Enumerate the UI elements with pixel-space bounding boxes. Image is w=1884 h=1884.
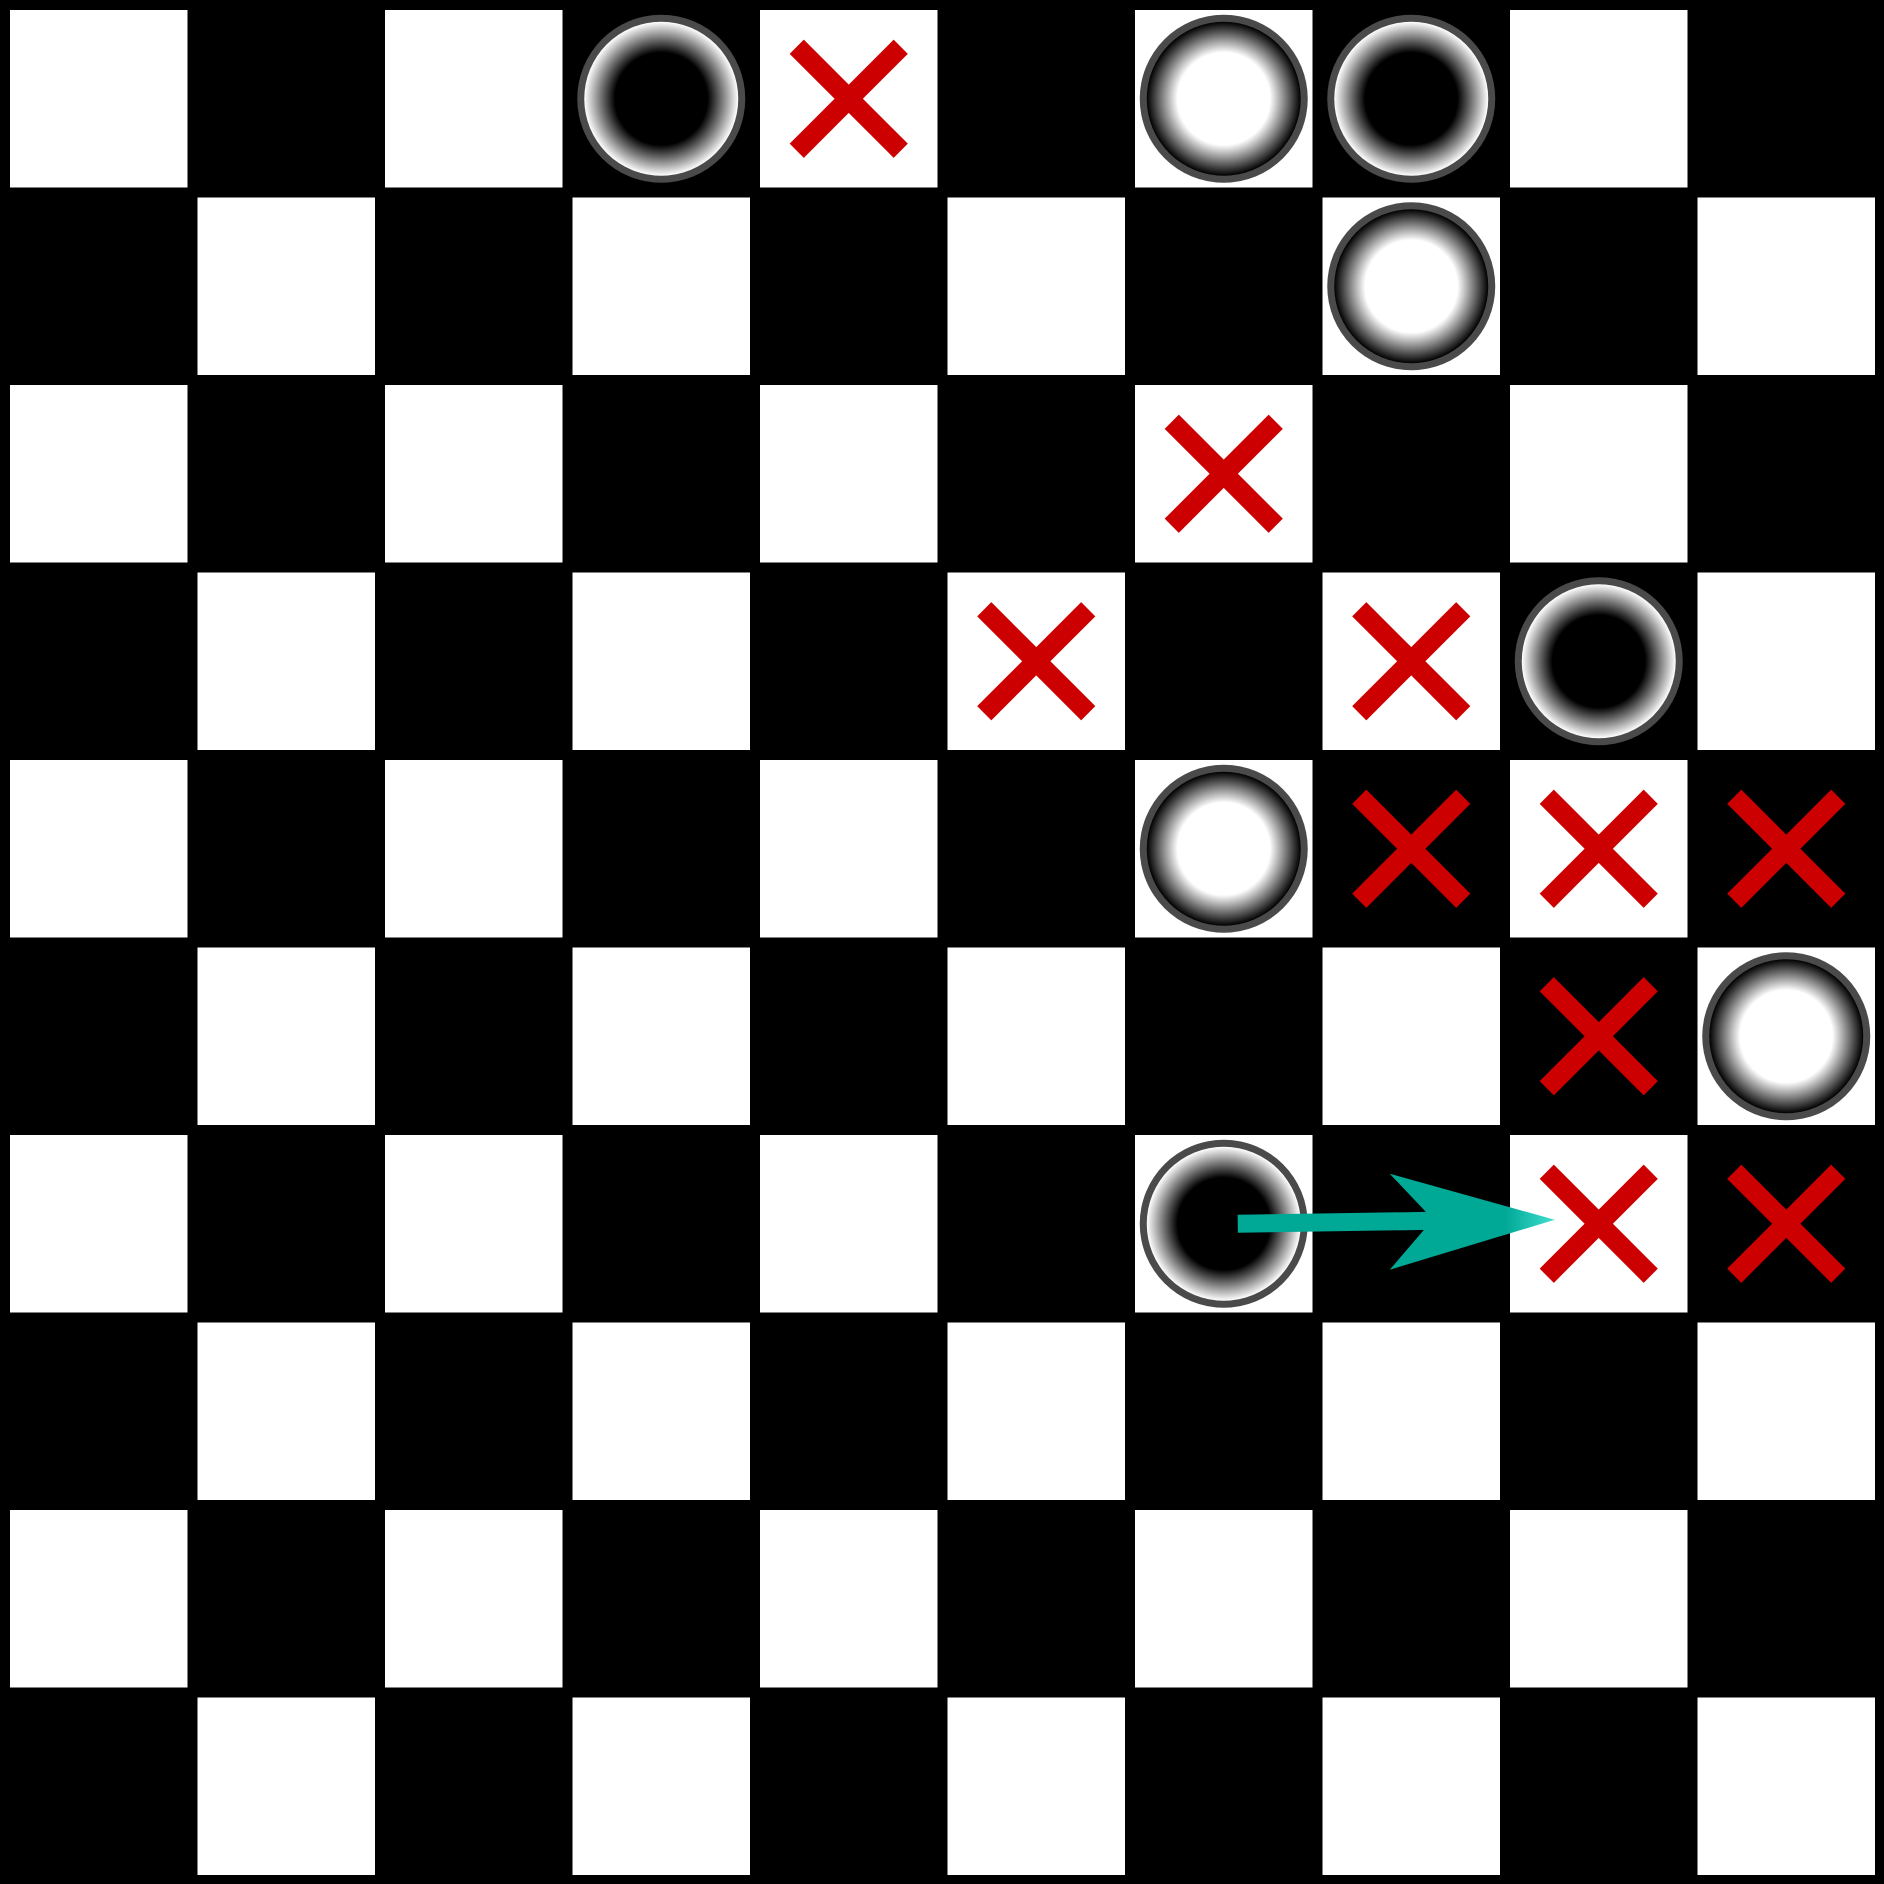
x-marker-icon: [1727, 1164, 1846, 1283]
square-r6-c0[interactable]: [10, 1135, 188, 1313]
black-piece[interactable]: [577, 14, 746, 183]
square-r9-c1[interactable]: [197, 1697, 376, 1876]
x-marker-stroke: [789, 39, 908, 158]
piece-body: [1709, 959, 1864, 1114]
white-piece[interactable]: [1327, 202, 1496, 371]
x-marker-icon: [1539, 977, 1658, 1096]
x-marker-icon: [1727, 789, 1846, 908]
x-marker-stroke: [1352, 789, 1471, 908]
piece-body: [1521, 584, 1676, 739]
square-r5-c7[interactable]: [1322, 947, 1501, 1126]
x-marker-stroke: [1539, 977, 1658, 1096]
square-r8-c4[interactable]: [760, 1510, 938, 1688]
square-r8-c8[interactable]: [1510, 1510, 1688, 1688]
square-r8-c6[interactable]: [1135, 1510, 1313, 1688]
square-r7-c7[interactable]: [1322, 1322, 1501, 1501]
white-piece[interactable]: [1139, 14, 1308, 183]
square-r9-c9[interactable]: [1697, 1697, 1876, 1876]
arrows-layer: [1237, 1173, 1555, 1270]
piece-body: [584, 21, 739, 176]
piece-body: [1146, 1146, 1301, 1301]
square-r5-c5[interactable]: [947, 947, 1126, 1126]
move-arrow-icon: [1237, 1173, 1555, 1270]
piece-body: [1334, 209, 1489, 364]
move-arrow-shaft: [1237, 1211, 1435, 1233]
x-marker-stroke: [1352, 602, 1471, 721]
square-r7-c1[interactable]: [197, 1322, 376, 1501]
x-marker-stroke: [1539, 789, 1658, 908]
x-marker-icon: [977, 602, 1096, 721]
square-r4-c4[interactable]: [760, 760, 938, 938]
square-r9-c5[interactable]: [947, 1697, 1126, 1876]
square-r5-c1[interactable]: [197, 947, 376, 1126]
square-r3-c1[interactable]: [197, 572, 376, 751]
piece-body: [1334, 21, 1489, 176]
square-r8-c2[interactable]: [385, 1510, 563, 1688]
square-r3-c3[interactable]: [572, 572, 751, 751]
square-r7-c9[interactable]: [1697, 1322, 1876, 1501]
square-r4-c2[interactable]: [385, 760, 563, 938]
square-r1-c1[interactable]: [197, 197, 376, 376]
x-marker-icon: [1539, 789, 1658, 908]
pieces-layer: [577, 14, 1871, 1308]
x-marker-stroke: [1727, 1164, 1846, 1283]
x-marker-stroke: [977, 602, 1096, 721]
square-r1-c9[interactable]: [1697, 197, 1876, 376]
square-r9-c7[interactable]: [1322, 1697, 1501, 1876]
square-r9-c3[interactable]: [572, 1697, 751, 1876]
white-piece[interactable]: [1702, 952, 1871, 1121]
x-marker-stroke: [1727, 789, 1846, 908]
square-r2-c8[interactable]: [1510, 385, 1688, 563]
square-r1-c3[interactable]: [572, 197, 751, 376]
move-arrow-head: [1389, 1173, 1555, 1270]
x-marker-stroke: [1539, 1164, 1658, 1283]
x-marker-icon: [1352, 602, 1471, 721]
square-r2-c0[interactable]: [10, 385, 188, 563]
square-r0-c2[interactable]: [385, 10, 563, 188]
x-marker-icon: [1164, 414, 1283, 533]
black-piece[interactable]: [1139, 1139, 1308, 1308]
markers-layer: [789, 39, 1846, 1283]
x-marker-icon: [789, 39, 908, 158]
white-piece[interactable]: [1139, 764, 1308, 933]
square-r0-c0[interactable]: [10, 10, 188, 188]
square-r5-c3[interactable]: [572, 947, 751, 1126]
square-r6-c4[interactable]: [760, 1135, 938, 1313]
square-r0-c8[interactable]: [1510, 10, 1688, 188]
black-piece[interactable]: [1327, 14, 1496, 183]
square-r2-c2[interactable]: [385, 385, 563, 563]
x-marker-stroke: [1164, 414, 1283, 533]
piece-body: [1146, 21, 1301, 176]
square-r8-c0[interactable]: [10, 1510, 188, 1688]
black-piece[interactable]: [1514, 577, 1683, 746]
piece-body: [1146, 771, 1301, 926]
x-marker-icon: [1352, 789, 1471, 908]
square-r3-c9[interactable]: [1697, 572, 1876, 751]
square-r7-c5[interactable]: [947, 1322, 1126, 1501]
square-r4-c0[interactable]: [10, 760, 188, 938]
square-r7-c3[interactable]: [572, 1322, 751, 1501]
square-r1-c5[interactable]: [947, 197, 1126, 376]
square-r6-c2[interactable]: [385, 1135, 563, 1313]
x-marker-icon: [1539, 1164, 1658, 1283]
square-r2-c4[interactable]: [760, 385, 938, 563]
